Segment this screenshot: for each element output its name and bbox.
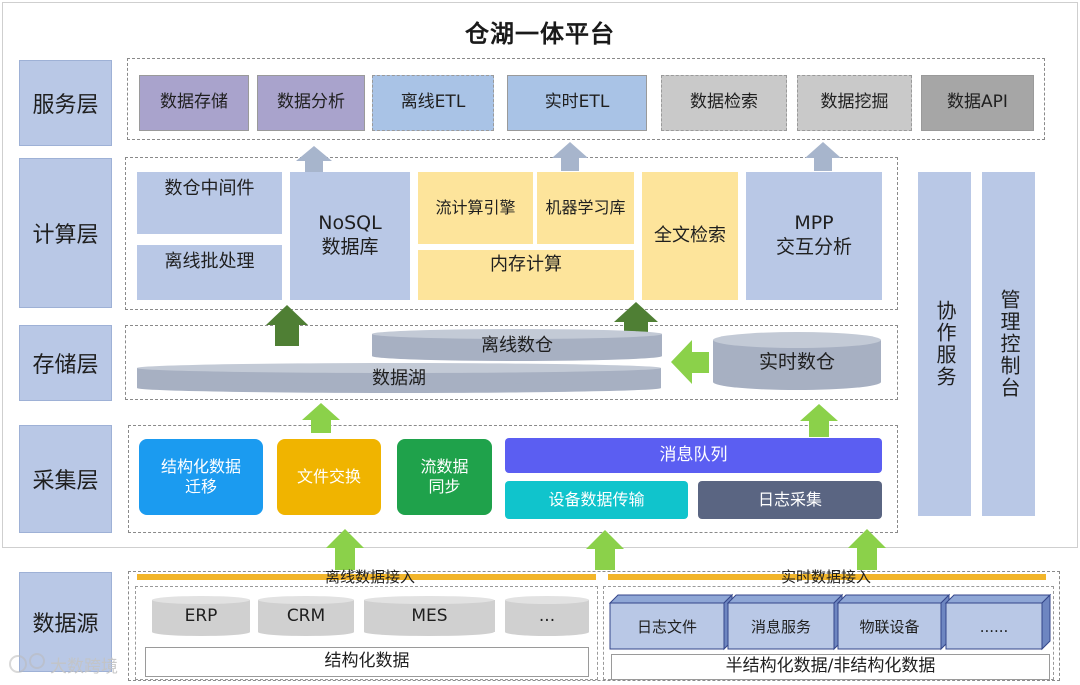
source-outer-frame bbox=[128, 571, 1060, 681]
side-management-label: 管理控制台 bbox=[997, 289, 1021, 399]
storage-offline-dw-label: 离线数仓 bbox=[481, 334, 553, 356]
compute-in-memory: 内存计算 bbox=[418, 250, 634, 300]
compute-mpp: MPP 交互分析 bbox=[746, 172, 882, 300]
storage-data-lake-label: 数据湖 bbox=[372, 367, 426, 389]
service-data-search: 数据检索 bbox=[661, 75, 787, 131]
source-cylinder-mes bbox=[364, 596, 495, 636]
source-logfile-label: 日志文件 bbox=[636, 617, 697, 636]
watermark-text: 大数跨境 bbox=[50, 657, 118, 677]
left-arrow-icon bbox=[671, 340, 709, 384]
source-iot-label: 物联设备 bbox=[859, 617, 920, 636]
service-data-api: 数据API bbox=[921, 75, 1034, 131]
layer-label-storage: 存储层 bbox=[19, 325, 112, 401]
service-realtime-etl: 实时ETL bbox=[507, 75, 647, 131]
collect-structured-migration: 结构化数据 迁移 bbox=[139, 439, 263, 515]
source-mes-label: MES bbox=[411, 606, 448, 627]
compute-fulltext-search: 全文检索 bbox=[642, 172, 738, 300]
up-arrow-icon bbox=[848, 529, 886, 570]
compute-layer-frame bbox=[125, 157, 898, 310]
compute-stream-engine: 流计算引擎 bbox=[418, 172, 533, 244]
compute-ml-library: 机器学习库 bbox=[537, 172, 634, 244]
source-cylinder-crm bbox=[258, 596, 354, 636]
source-cylinder-erp bbox=[152, 596, 250, 636]
layer-label-compute: 计算层 bbox=[19, 158, 112, 308]
up-arrow-icon bbox=[800, 404, 838, 437]
collect-log: 日志采集 bbox=[698, 481, 882, 519]
up-arrow-icon bbox=[614, 302, 658, 333]
data-lake-cylinder bbox=[137, 363, 661, 393]
page-title: 仓湖一体平台 bbox=[465, 20, 615, 48]
unstructured-data-label: 半结构化数据/非结构化数据 bbox=[611, 654, 1050, 680]
up-arrow-icon bbox=[326, 529, 364, 570]
up-arrow-icon bbox=[586, 530, 624, 570]
collect-layer-frame bbox=[128, 425, 898, 533]
source-erp-label: ERP bbox=[184, 606, 218, 627]
watermark-logo-icon bbox=[9, 653, 45, 673]
side-collaboration-service: 协作服务 bbox=[918, 172, 971, 516]
collect-device-transfer: 设备数据传输 bbox=[505, 481, 688, 519]
source-cylinder-more bbox=[505, 596, 589, 636]
up-arrow-icon bbox=[302, 403, 340, 433]
structured-data-label: 结构化数据 bbox=[145, 647, 589, 677]
compute-dw-middleware: 数仓中间件 bbox=[137, 172, 282, 234]
compute-nosql: NoSQL 数据库 bbox=[290, 172, 410, 300]
up-arrow-icon bbox=[805, 142, 841, 171]
side-collaboration-label: 协作服务 bbox=[933, 300, 957, 388]
source-more-block-label: ...... bbox=[979, 617, 1009, 636]
up-arrow-icon bbox=[552, 142, 588, 171]
service-offline-etl: 离线ETL bbox=[372, 75, 494, 131]
storage-realtime-dw-label: 实时数仓 bbox=[758, 351, 835, 374]
collect-stream-sync: 流数据 同步 bbox=[397, 439, 492, 515]
collect-message-queue: 消息队列 bbox=[505, 438, 882, 473]
offline-dw-cylinder bbox=[372, 329, 662, 361]
offline-ingest-line bbox=[137, 574, 596, 580]
side-management-console: 管理控制台 bbox=[982, 172, 1035, 516]
compute-offline-batch: 离线批处理 bbox=[137, 245, 282, 300]
up-arrow-icon bbox=[296, 146, 332, 172]
realtime-dw-cylinder bbox=[713, 332, 881, 390]
layer-label-service: 服务层 bbox=[19, 60, 112, 146]
realtime-ingest-label: 实时数据接入 bbox=[780, 568, 871, 586]
service-data-analysis: 数据分析 bbox=[257, 75, 365, 131]
up-arrow-icon bbox=[266, 305, 308, 346]
offline-ingest-label: 离线数据接入 bbox=[324, 568, 415, 586]
source-block-more bbox=[944, 593, 1052, 651]
source-more-label: ... bbox=[538, 606, 556, 627]
service-data-mining: 数据挖掘 bbox=[797, 75, 912, 131]
storage-layer-frame bbox=[125, 325, 898, 400]
service-layer-frame bbox=[127, 58, 1045, 140]
service-data-storage: 数据存储 bbox=[139, 75, 249, 131]
structured-source-frame bbox=[135, 586, 598, 680]
source-crm-label: CRM bbox=[286, 606, 326, 627]
collect-file-exchange: 文件交换 bbox=[277, 439, 381, 515]
realtime-ingest-line bbox=[608, 574, 1046, 580]
layer-label-collect: 采集层 bbox=[19, 425, 112, 533]
source-msgservice-label: 消息服务 bbox=[750, 617, 811, 636]
